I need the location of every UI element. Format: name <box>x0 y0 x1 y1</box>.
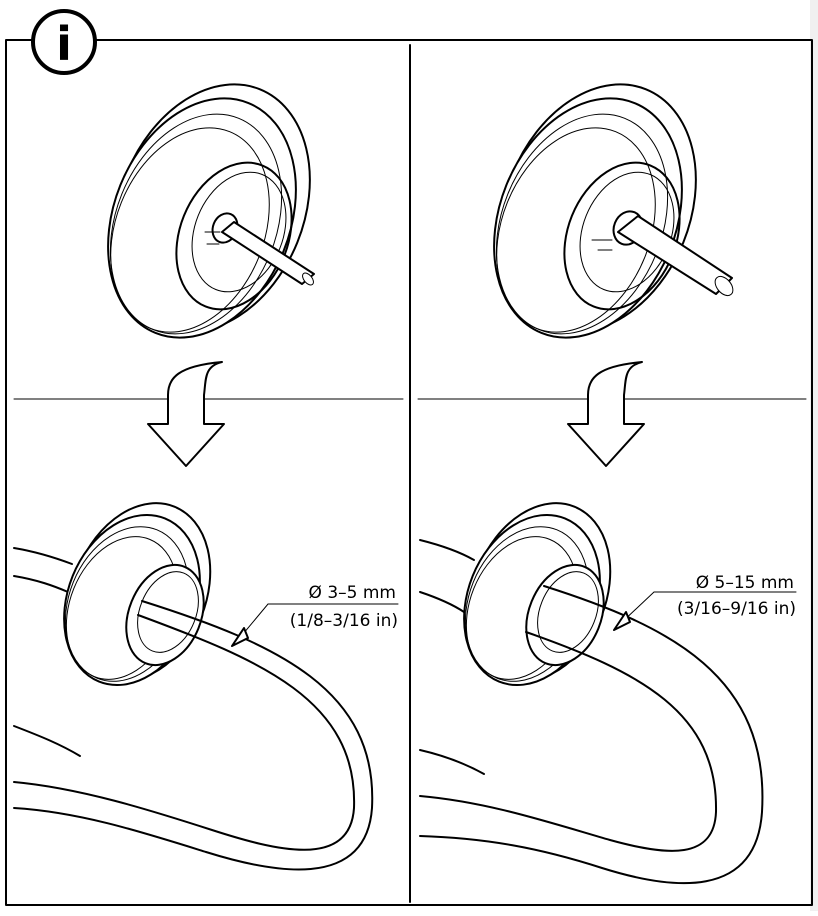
leader-arrowhead <box>231 627 249 647</box>
info-glyph: i <box>56 17 72 71</box>
thin-cable-loop-outer <box>13 614 356 851</box>
curved-down-arrow-left <box>147 361 225 467</box>
diameter-label-metric: Ø 5–15 mm <box>696 573 794 593</box>
grommet-opening <box>125 563 205 667</box>
curved-down-arrow-right <box>567 361 645 467</box>
diameter-label-imperial: (1/8–3/16 in) <box>290 611 398 631</box>
thick-cable-loop-outer <box>419 631 718 852</box>
dimension-leader-left <box>237 603 399 641</box>
diameter-label-metric: Ø 3–5 mm <box>309 583 396 603</box>
info-badge: i <box>31 9 97 75</box>
leader-arrowhead <box>613 611 631 631</box>
dimension-leader-right <box>619 591 797 625</box>
info-icon <box>31 9 97 75</box>
thick-cable <box>617 215 733 295</box>
thick-cable-loop-inner <box>419 585 764 885</box>
thin-cable-loop-inner <box>13 600 374 871</box>
grommet-thin-cable-after: Ø 3–5 mm (1/8–3/16 in) <box>13 502 399 871</box>
grommet-thick-cable-before <box>493 83 734 339</box>
grommet-thin-cable-before <box>107 83 315 339</box>
outer-frame <box>5 39 813 906</box>
grommet-thick-cable-after: Ø 5–15 mm (3/16–9/16 in) <box>419 502 797 885</box>
thin-cable <box>221 221 315 285</box>
page-edge <box>810 0 818 911</box>
diameter-label-imperial: (3/16–9/16 in) <box>677 599 796 619</box>
